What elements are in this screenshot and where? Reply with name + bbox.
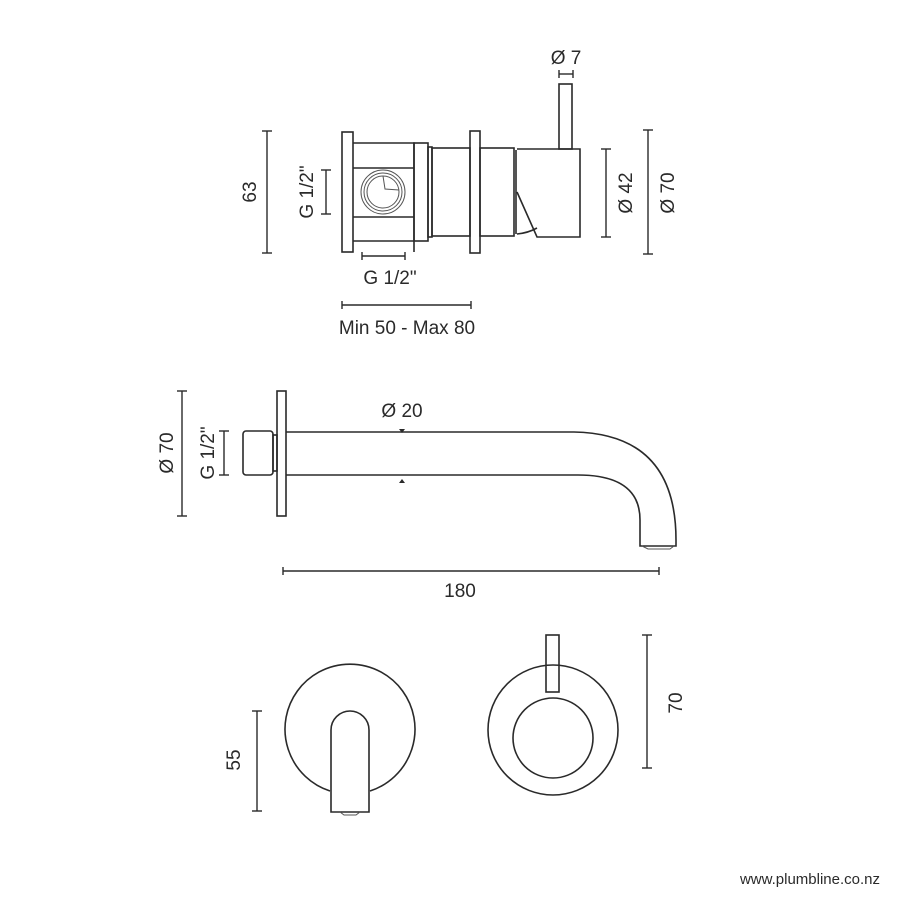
dim-spout-plate-70: Ø 70	[157, 432, 178, 473]
dim-spout-length-180: 180	[444, 581, 476, 602]
dim-front-55: 55	[224, 749, 245, 770]
dim-diameter-42: Ø 42	[616, 172, 637, 213]
dim-diameter-70: Ø 70	[658, 172, 679, 213]
dim-g12-vertical: G 1/2"	[297, 165, 318, 218]
dim-g12-horizontal: G 1/2"	[363, 268, 416, 289]
dim-spout-diameter-20: Ø 20	[381, 401, 422, 422]
dim-depth-range: Min 50 - Max 80	[339, 318, 475, 339]
website-url[interactable]: www.plumbline.co.nz	[739, 871, 880, 888]
dim-diameter-7: Ø 7	[551, 48, 582, 69]
dim-spout-g12: G 1/2"	[198, 426, 219, 479]
dim-front-70: 70	[666, 692, 687, 713]
dim-63: 63	[240, 181, 261, 202]
spout-side-view: Ø 70 G 1/2" Ø 20 180	[157, 390, 677, 602]
mixer-side-view: 63 G 1/2" Ø 7	[240, 48, 679, 339]
front-views: 55 70	[224, 634, 687, 816]
